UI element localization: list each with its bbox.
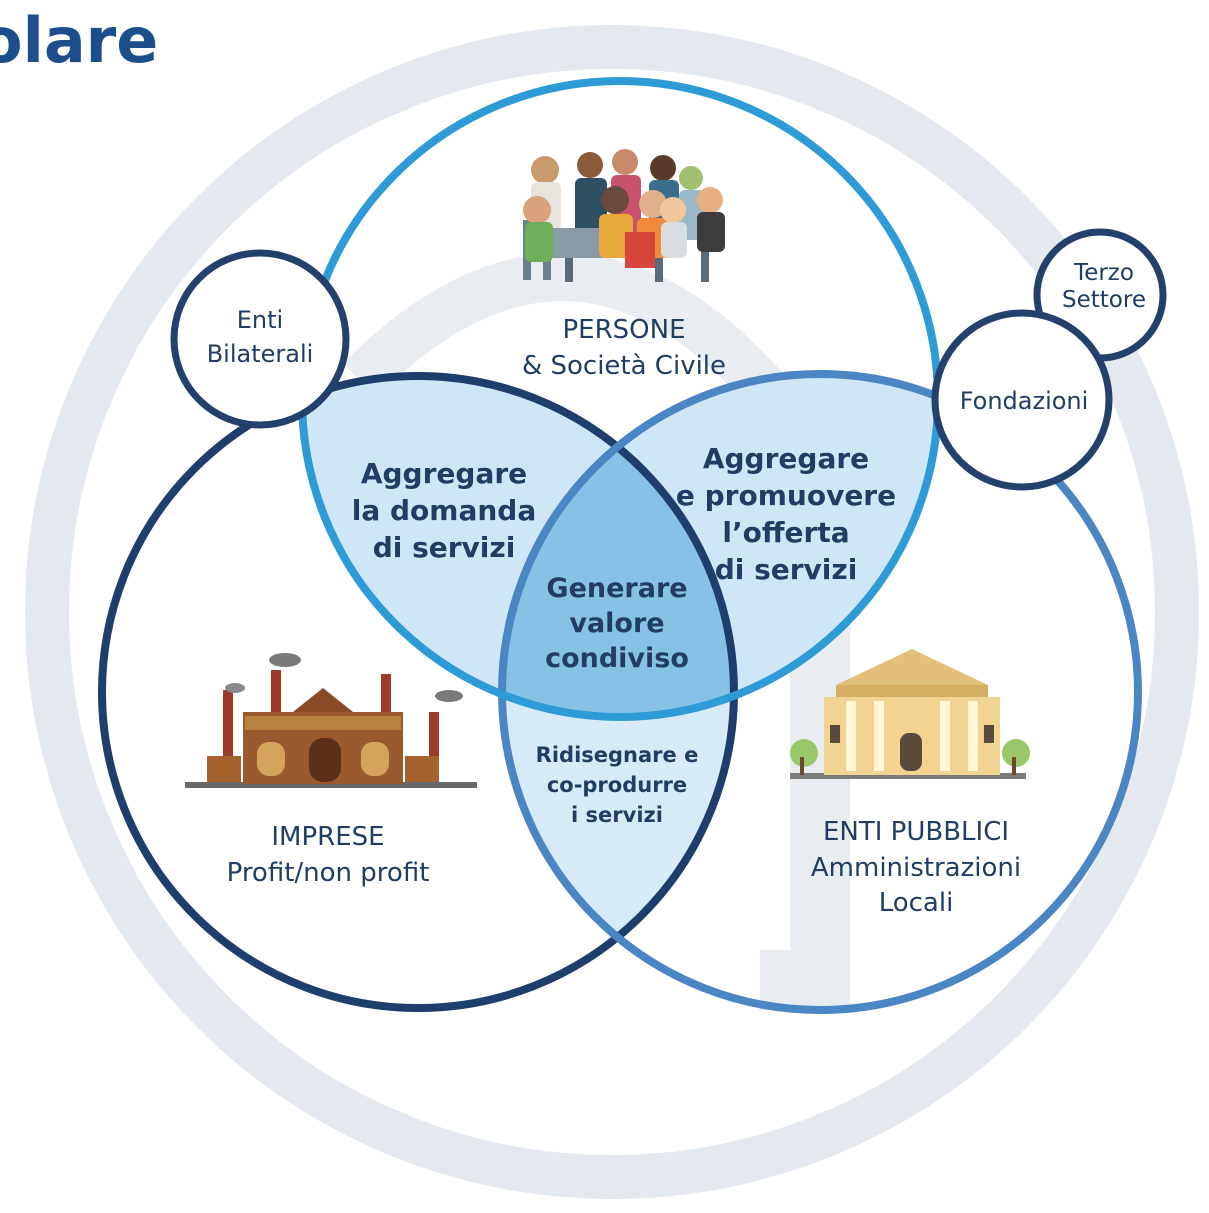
- terzo-settore-label: Terzo Settore: [1062, 260, 1146, 313]
- terzo-settore-line-1: Terzo: [1073, 260, 1134, 286]
- enti-bilaterali-line-1: Enti: [237, 306, 283, 334]
- enti-bilaterali-label: Enti Bilaterali: [207, 306, 314, 368]
- overlap-ridisegnare-label: Ridisegnare e co-produrre i servizi: [536, 743, 699, 827]
- fondazioni-line-1: Fondazioni: [960, 387, 1089, 415]
- persone-subtitle: & Società Civile: [522, 351, 726, 381]
- domanda-line-1: Aggregare: [361, 457, 527, 490]
- enti-pubblici-label: ENTI PUBBLICI Amministrazioni Locali: [811, 817, 1021, 918]
- offerta-line-3: l’offerta: [722, 516, 849, 549]
- terzo-settore-line-2: Settore: [1062, 287, 1146, 313]
- offerta-line-2: e promuovere: [676, 479, 896, 512]
- domanda-line-3: di servizi: [373, 531, 516, 564]
- overlap-domanda-label: Aggregare la domanda di servizi: [352, 457, 536, 564]
- centro-line-1: Generare: [546, 573, 687, 604]
- fondazioni-label: Fondazioni: [960, 387, 1089, 415]
- persone-title: PERSONE: [562, 315, 685, 345]
- offerta-line-1: Aggregare: [703, 442, 869, 475]
- imprese-title: IMPRESE: [271, 822, 384, 852]
- satellite-fondazioni: [931, 309, 1113, 491]
- overlap-offerta-label: Aggregare e promuovere l’offerta di serv…: [676, 442, 896, 586]
- people-illustration: [523, 149, 725, 282]
- overlap-centro-label: Generare valore condiviso: [545, 573, 689, 674]
- city-hall-illustration: [790, 649, 1030, 779]
- enti-bilaterali-line-2: Bilaterali: [207, 340, 314, 368]
- page-title: olare: [0, 4, 158, 77]
- domanda-line-2: la domanda: [352, 494, 536, 527]
- imprese-label: IMPRESE Profit/non profit: [227, 822, 430, 888]
- enti-pubblici-subtitle-1: Amministrazioni: [811, 853, 1021, 883]
- enti-pubblici-title: ENTI PUBBLICI: [823, 817, 1009, 847]
- offerta-line-4: di servizi: [715, 553, 858, 586]
- ridisegnare-line-2: co-produrre: [547, 773, 687, 797]
- satellite-enti-bilaterali: [170, 249, 350, 429]
- factory-illustration: [185, 653, 477, 788]
- centro-line-3: condiviso: [545, 643, 689, 674]
- enti-pubblici-subtitle-2: Locali: [879, 888, 954, 918]
- ridisegnare-line-1: Ridisegnare e: [536, 743, 699, 767]
- imprese-subtitle: Profit/non profit: [227, 858, 430, 888]
- centro-line-2: valore: [569, 608, 664, 639]
- persone-label: PERSONE & Società Civile: [522, 315, 726, 381]
- ridisegnare-line-3: i servizi: [571, 803, 663, 827]
